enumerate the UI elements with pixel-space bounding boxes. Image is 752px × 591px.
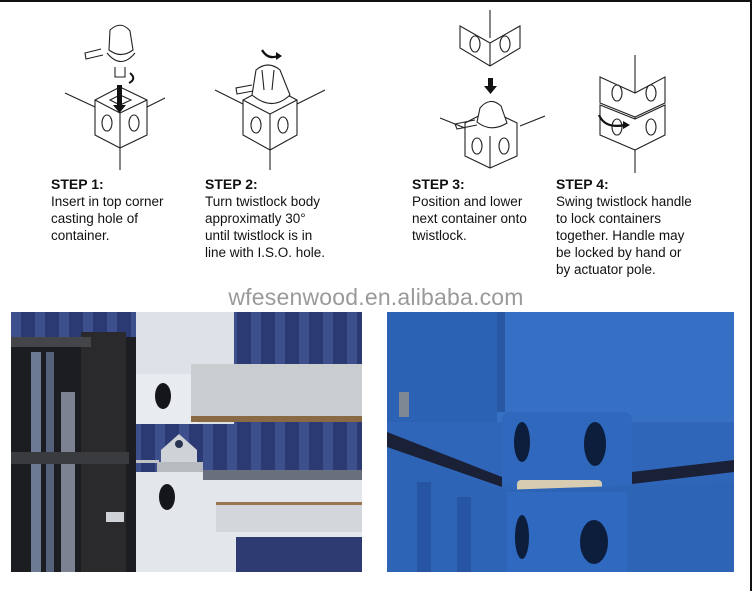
step2-twistlock-turn-illustration xyxy=(214,49,326,170)
step-1-title: STEP 1: xyxy=(51,176,104,192)
step-1: STEP 1: Insert in top corner casting hol… xyxy=(51,176,164,244)
step-3: STEP 3: Position and lower next containe… xyxy=(412,176,527,244)
step4-lock-handle-illustration xyxy=(597,55,666,173)
step-2-title: STEP 2: xyxy=(205,176,258,192)
photo-stacked-blue-containers xyxy=(387,312,734,572)
frame-right-border xyxy=(750,0,752,591)
photo-forklift-twistlock xyxy=(11,312,362,572)
step-2-description: Turn twistlock body approximatly 30° unt… xyxy=(205,194,326,260)
step-4-description: Swing twistlock handle to lock container… xyxy=(556,194,692,277)
frame-top-border xyxy=(0,0,752,2)
watermark: wfesenwood.en.alibaba.com xyxy=(228,284,524,310)
step-3-title: STEP 3: xyxy=(412,176,465,192)
step-4-title: STEP 4: xyxy=(556,176,609,192)
step-3-description: Position and lower next container onto t… xyxy=(412,194,527,243)
step3-lower-container-illustration xyxy=(439,10,545,169)
step-4: STEP 4: Swing twistlock handle to lock c… xyxy=(556,176,692,278)
step1-twistlock-insert-illustration xyxy=(64,24,165,170)
step-2: STEP 2: Turn twistlock body approximatly… xyxy=(205,176,325,261)
step-1-description: Insert in top corner casting hole of con… xyxy=(51,194,164,243)
